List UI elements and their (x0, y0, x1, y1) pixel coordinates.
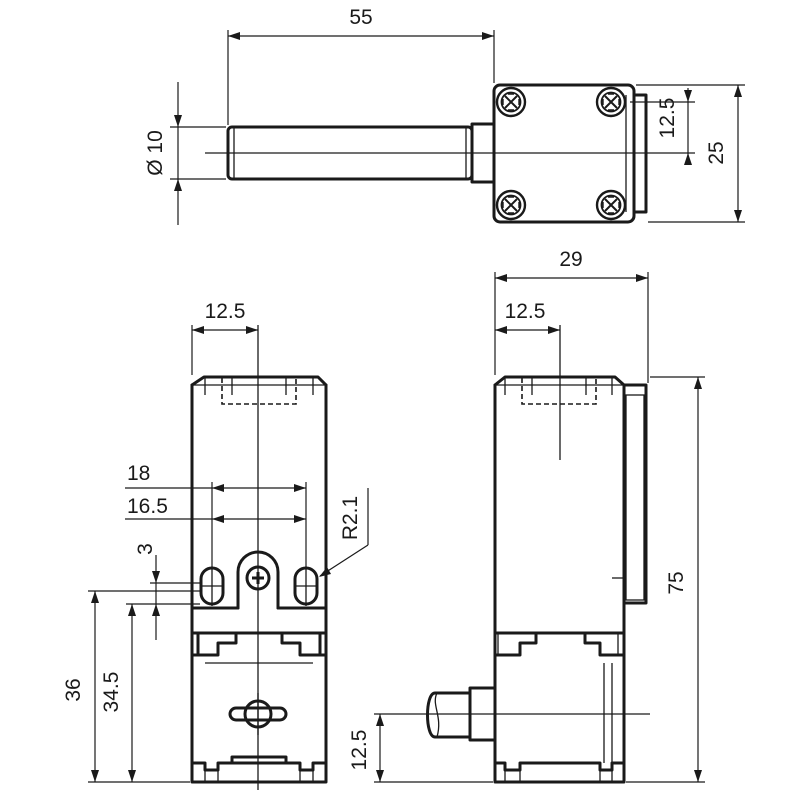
side-actuator-plate (612, 383, 648, 605)
dim-16-5: 16.5 (125, 495, 306, 523)
front-lower-housing (190, 631, 328, 783)
screw-icon (495, 86, 527, 118)
side-view: 29 12.5 75 12.5 (348, 248, 705, 784)
dim-3: 3 (126, 543, 200, 640)
dim-25: 25 (636, 84, 745, 223)
dim-12-5-side: 12.5 (495, 300, 560, 334)
dim-34-5: 34.5 (100, 604, 136, 782)
dim-18: 18 (125, 462, 307, 566)
dim-label: R2.1 (339, 496, 362, 540)
dim-label: 25 (705, 141, 728, 164)
dim-label: 34.5 (100, 672, 123, 713)
dim-label: 18 (127, 462, 150, 485)
dim-label: 3 (134, 543, 157, 555)
cable-gland (425, 686, 650, 742)
dim-label: 16.5 (127, 495, 168, 518)
dim-label: 12.5 (348, 730, 371, 771)
dim-label: 29 (559, 248, 582, 271)
screw-icon (245, 565, 271, 591)
mounting-holes (190, 550, 328, 610)
dim-55: 55 (227, 6, 495, 125)
front-cap (190, 375, 328, 405)
dim-diameter: Ø 10 (144, 82, 226, 225)
dim-12-5-top: 12.5 (630, 88, 695, 165)
dim-75: 75 (626, 376, 705, 783)
dim-label: 55 (349, 6, 372, 29)
dim-label: 75 (665, 571, 688, 594)
dim-label: 12.5 (656, 98, 679, 139)
top-view: 55 Ø 10 12.5 25 (144, 6, 745, 225)
screw-icon (495, 189, 527, 221)
side-lower-housing (493, 631, 626, 783)
dim-12-5-cable: 12.5 (348, 713, 493, 783)
dim-label: 36 (62, 678, 85, 701)
screw-icon (595, 189, 627, 221)
dim-36: 36 (62, 590, 200, 783)
dim-label: 12.5 (205, 300, 246, 323)
dim-r2-1: R2.1 (319, 488, 369, 577)
dim-label: Ø 10 (144, 130, 167, 176)
dim-12-5-front: 12.5 (191, 300, 258, 375)
screw-icon (595, 86, 627, 118)
dim-29: 29 (494, 248, 649, 383)
side-body (493, 383, 626, 784)
dim-label: 12.5 (505, 300, 546, 323)
front-view: 12.5 18 16.5 R2.1 (62, 300, 369, 790)
